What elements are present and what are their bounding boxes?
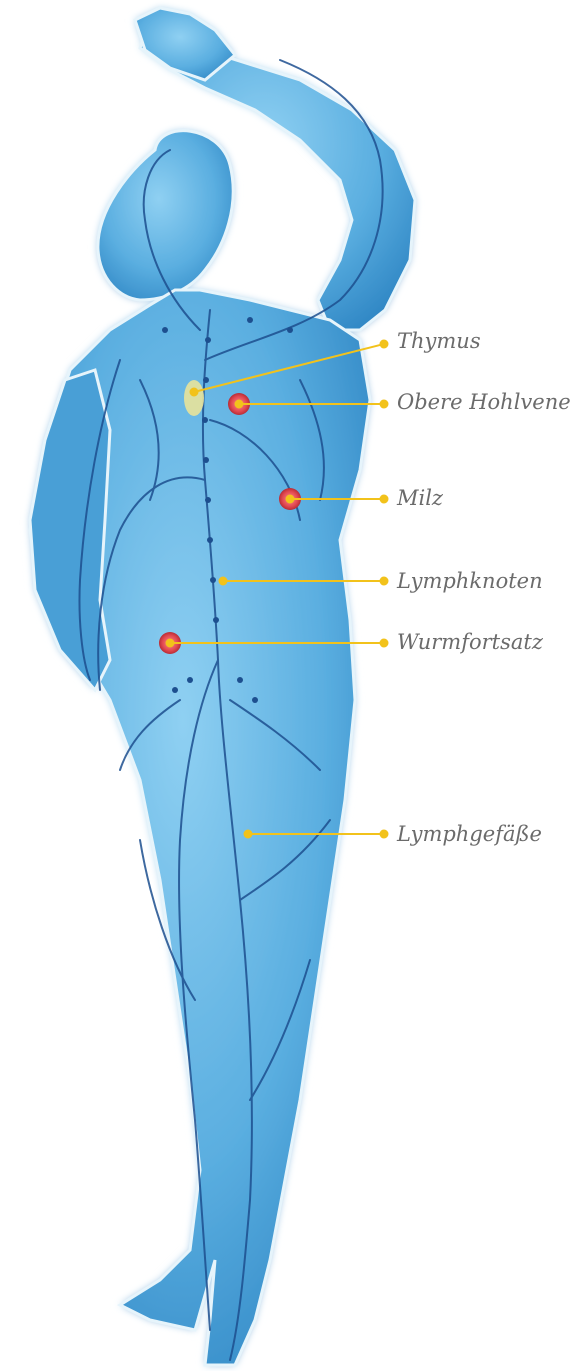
label-obere-hohlvene: Obere Hohlvene <box>397 392 571 413</box>
label-wurmfortsatz: Wurmfortsatz <box>397 632 543 653</box>
label-thymus: Thymus <box>397 331 481 352</box>
label-lymphknoten: Lymphknoten <box>397 571 543 592</box>
label-lymphgefaesse: Lymphgefäße <box>397 824 542 845</box>
body-silhouette <box>30 8 415 1365</box>
label-milz: Milz <box>397 488 443 509</box>
thymus-organ <box>184 380 204 416</box>
